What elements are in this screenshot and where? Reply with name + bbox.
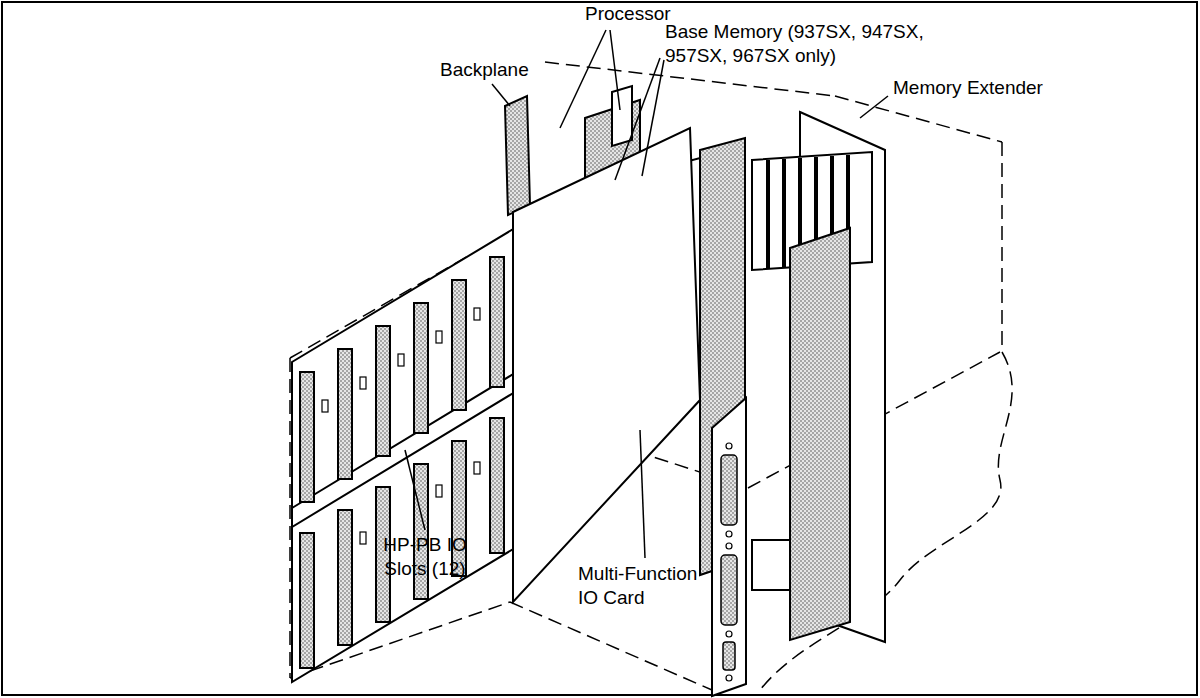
leader-line [642, 60, 664, 176]
part-label: Multi-Function IO Card [578, 562, 706, 610]
slot-divider-bar [292, 373, 515, 527]
slot-latch [360, 532, 366, 544]
screw [726, 675, 732, 681]
io-slot [490, 257, 504, 387]
slot-latch [474, 308, 480, 320]
part-label: Memory Extender [893, 76, 1043, 100]
slot-latch [474, 462, 480, 474]
memory-card [790, 228, 850, 640]
leader-lines [405, 30, 888, 558]
screw [726, 631, 732, 637]
processor-connector [612, 86, 632, 146]
io-slot [300, 372, 314, 502]
part-label: Backplane [440, 58, 529, 82]
io-slot [452, 441, 466, 576]
slot-latch [436, 485, 442, 497]
bracket-screws [726, 443, 732, 681]
leader-line [560, 30, 606, 128]
rack-fin [782, 159, 786, 267]
dsub-connector [721, 555, 737, 625]
leader-line [640, 430, 645, 558]
slot-latch [360, 377, 366, 389]
io-slot [414, 303, 428, 433]
slot-panel [292, 228, 515, 682]
outline-edge [510, 602, 712, 690]
bracket-connectors [721, 455, 737, 670]
part-label: HP-PB IO Slots (12) [366, 533, 484, 581]
io-slot [376, 326, 390, 456]
leader-line [610, 30, 620, 110]
dsub-connector [723, 642, 735, 670]
io-slot [300, 533, 314, 668]
leader-line [405, 450, 425, 530]
rack-fin [766, 160, 770, 268]
slot-latch [436, 331, 442, 343]
leader-line [492, 84, 510, 106]
chassis-outline [290, 62, 1012, 690]
card-bracket [712, 398, 746, 696]
slot-latch [398, 354, 404, 366]
outline-edge [289, 358, 291, 678]
dsub-connector [721, 455, 737, 525]
io-slot [338, 510, 352, 645]
slot-latch [322, 400, 328, 412]
io-slot [452, 280, 466, 410]
leader-line [860, 96, 888, 118]
io-slot [490, 418, 504, 553]
slot-latches [322, 308, 480, 544]
backplane [505, 96, 530, 215]
io-slots [300, 257, 504, 668]
outline-edge [1001, 142, 1003, 352]
io-slot [338, 349, 352, 479]
multifunction-card [513, 128, 700, 602]
screw [726, 531, 732, 537]
part-label: Processor [585, 2, 671, 26]
screw [726, 543, 732, 549]
part-label: Base Memory (937SX, 947SX, 957SX, 967SX … [665, 20, 965, 68]
outline-edge [835, 96, 1002, 142]
screw [726, 443, 732, 449]
